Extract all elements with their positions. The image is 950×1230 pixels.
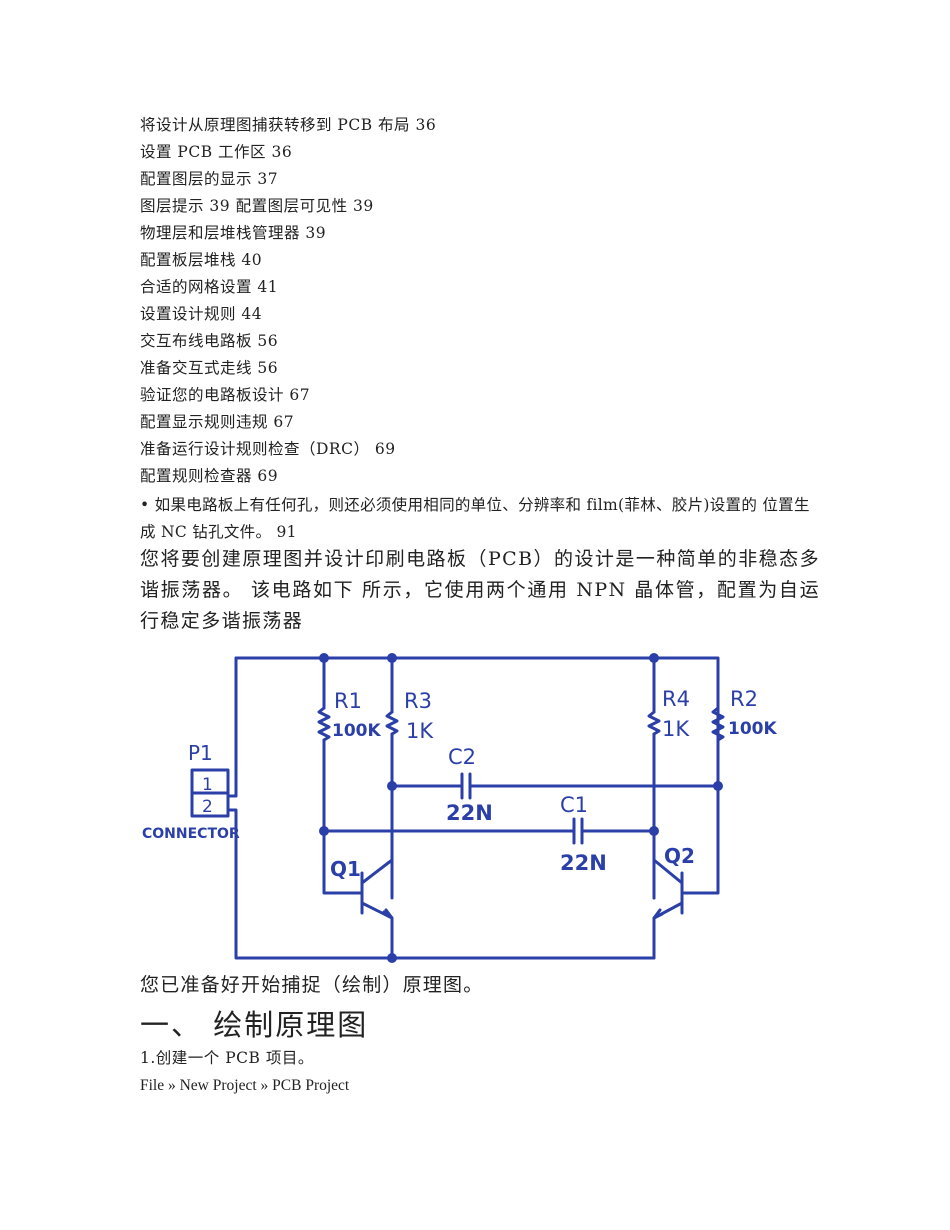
- toc-entry: 图层提示 39 配置图层可见性 39: [140, 197, 374, 215]
- r3-value: 1K: [406, 719, 434, 743]
- menu-path: File » New Project » PCB Project: [140, 1077, 350, 1094]
- r1-label: R1: [334, 689, 362, 713]
- r3-label: R3: [404, 689, 432, 713]
- q2-label: Q2: [664, 844, 695, 868]
- pin1-label: 1: [202, 775, 213, 795]
- q1-label: Q1: [330, 857, 361, 881]
- multivibrator-schematic: P1 1 2 CONNECTOR R1 100K R3 1K C2 22N C1…: [142, 653, 777, 963]
- toc-entry: 设置 PCB 工作区 36: [140, 143, 293, 161]
- toc-entry: 交互布线电路板 56: [140, 332, 279, 350]
- toc-entry: 物理层和层堆栈管理器 39: [140, 224, 327, 242]
- toc-entry: 配置图层的显示 37: [140, 170, 279, 188]
- r2-label: R2: [730, 687, 758, 711]
- toc-entry: 合适的网格设置 41: [140, 278, 279, 296]
- r2-value: 100K: [728, 719, 777, 739]
- toc-entry: 配置板层堆栈 40: [140, 251, 263, 269]
- toc-entry: 配置规则检查器 69: [140, 467, 279, 485]
- c1-label: C1: [560, 793, 588, 817]
- drill-file-note: • 如果电路板上有任何孔，则还必须使用相同的单位、分辨率和 film(菲林、胶片…: [140, 496, 810, 541]
- ready-text: 您已准备好开始捕捉（绘制）原理图。: [140, 974, 484, 996]
- r4-label: R4: [662, 687, 690, 711]
- table-of-contents: 将设计从原理图捕获转移到 PCB 布局 36 设置 PCB 工作区 36 配置图…: [140, 112, 820, 490]
- toc-entry: 准备运行设计规则检查（DRC） 69: [140, 440, 396, 458]
- connector-label: CONNECTOR: [142, 826, 240, 842]
- toc-entry: 配置显示规则违规 67: [140, 413, 295, 431]
- r1-value: 100K: [332, 721, 381, 741]
- step-text: 1.创建一个 PCB 项目。: [140, 1049, 314, 1067]
- toc-entry: 将设计从原理图捕获转移到 PCB 布局 36: [140, 116, 437, 134]
- pin2-label: 2: [202, 797, 213, 817]
- intro-paragraph: 您将要创建原理图并设计印刷电路板（PCB）的设计是一种简单的非稳态多谐振荡器。 …: [140, 548, 820, 632]
- toc-entry: 设置设计规则 44: [140, 305, 263, 323]
- c2-label: C2: [448, 745, 476, 769]
- c2-value: 22N: [446, 801, 493, 825]
- schematic-figure: P1 1 2 CONNECTOR R1 100K R3 1K C2 22N C1…: [140, 648, 820, 966]
- c1-value: 22N: [560, 851, 607, 875]
- section-heading: 一、 绘制原理图: [140, 1008, 369, 1042]
- p1-label: P1: [188, 741, 213, 765]
- toc-entry: 准备交互式走线 56: [140, 359, 279, 377]
- r4-value: 1K: [662, 717, 690, 741]
- toc-entry: 验证您的电路板设计 67: [140, 386, 311, 404]
